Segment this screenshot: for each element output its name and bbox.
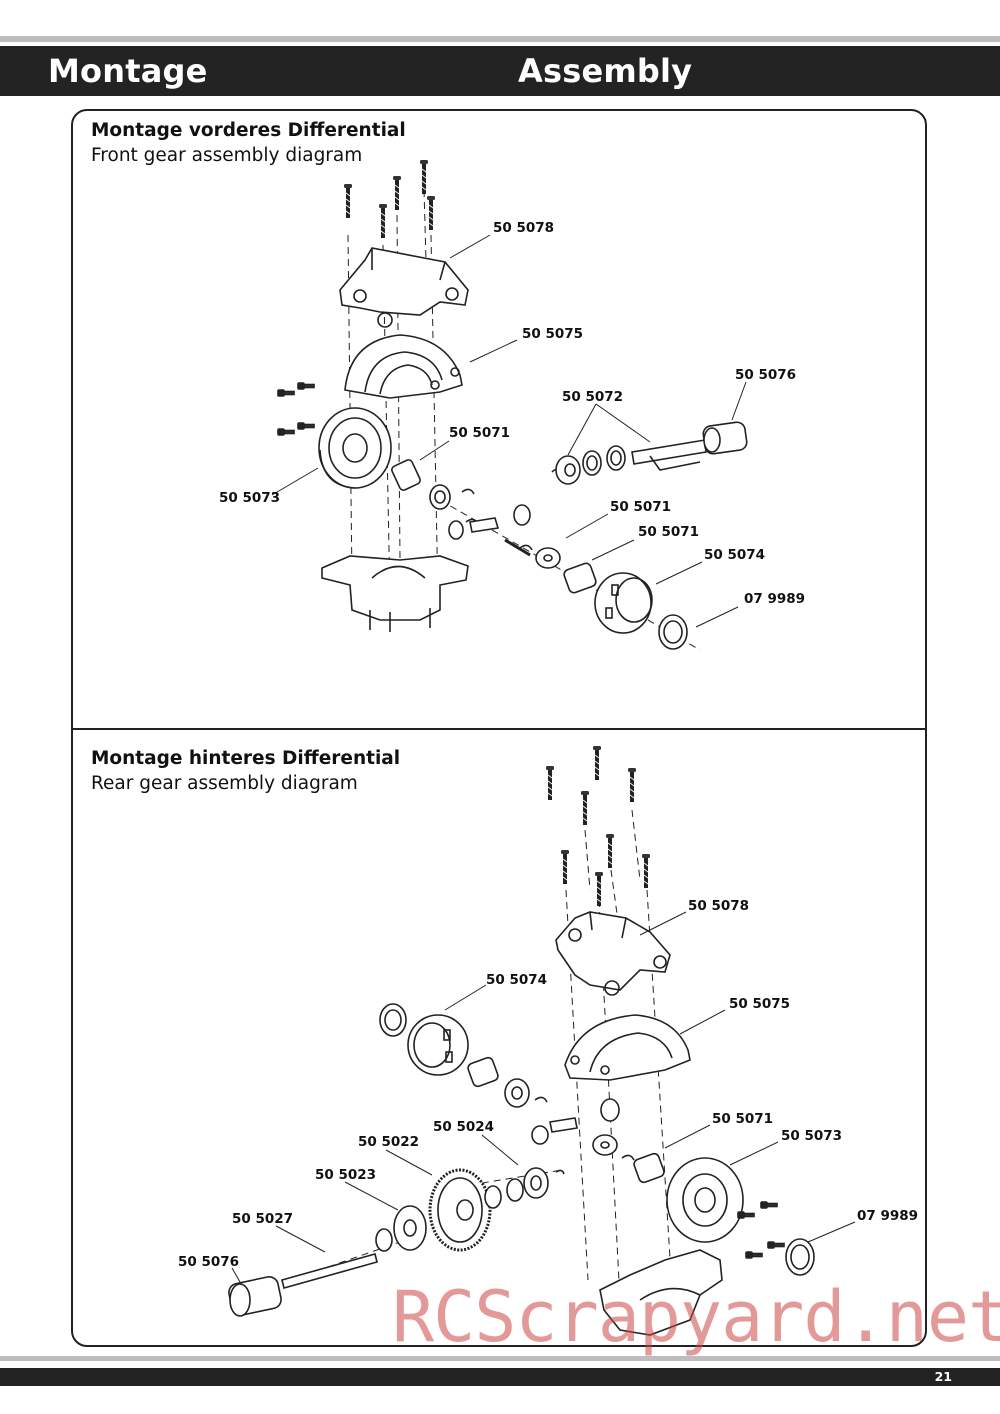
rear-screws: [545, 745, 651, 907]
rear-label-bearings: 50 5024: [433, 1119, 494, 1135]
section-divider: [71, 728, 927, 730]
top-rule: [0, 36, 1000, 42]
front-label-pinion-1: 50 5071: [449, 425, 510, 441]
footer-bar: 21: [0, 1368, 1000, 1386]
front-label-outdrive: 50 5076: [735, 367, 796, 383]
rear-label-ring-gear: 50 5073: [781, 1128, 842, 1144]
rear-label-top-bracket: 50 5078: [688, 898, 749, 914]
front-label-pinion-2: 50 5071: [610, 499, 671, 515]
front-section-title: Montage vorderes Differential: [91, 120, 406, 141]
rear-label-spur-gear: 50 5022: [358, 1134, 419, 1150]
bottom-rule: [0, 1356, 1000, 1361]
rear-labels: 50 5078 50 5074 50 5075 50 5071 50 5024 …: [178, 898, 918, 1270]
page-number: 21: [934, 1369, 952, 1384]
front-label-pinion-3: 50 5071: [638, 524, 699, 540]
watermark-text: RCScrapyard.net: [392, 1276, 1000, 1358]
front-label-shaft-set: 50 5072: [562, 389, 623, 405]
front-assembly-drawing: [271, 189, 748, 651]
rear-label-diff-case: 50 5074: [486, 972, 547, 988]
rear-label-pinion: 50 5071: [712, 1111, 773, 1127]
rear-section-title: Montage hinteres Differential: [91, 748, 401, 769]
front-label-ring-gear: 50 5073: [219, 490, 280, 506]
front-label-bearing: 07 9989: [744, 591, 805, 607]
rear-assembly-drawing: [228, 809, 856, 1336]
rear-label-bearing: 07 9989: [857, 1208, 918, 1224]
rear-label-gear-cover: 50 5075: [729, 996, 790, 1012]
header-title-english: Assembly: [518, 52, 693, 90]
header-title-german: Montage: [48, 52, 208, 90]
rear-label-outdrive: 50 5076: [178, 1254, 239, 1270]
front-labels: 50 5078 50 5075 50 5076 50 5072 50 5071 …: [219, 220, 805, 607]
front-label-gear-cover: 50 5075: [522, 326, 583, 342]
header-bar: Montage Assembly: [0, 46, 1000, 96]
front-section-subtitle: Front gear assembly diagram: [91, 145, 363, 166]
front-screws: [343, 159, 436, 239]
front-label-diff-case: 50 5074: [704, 547, 765, 563]
rear-label-shaft: 50 5027: [232, 1211, 293, 1227]
rear-label-slipper-hub: 50 5023: [315, 1167, 376, 1183]
front-label-top-bracket: 50 5078: [493, 220, 554, 236]
rear-section-subtitle: Rear gear assembly diagram: [91, 773, 358, 794]
